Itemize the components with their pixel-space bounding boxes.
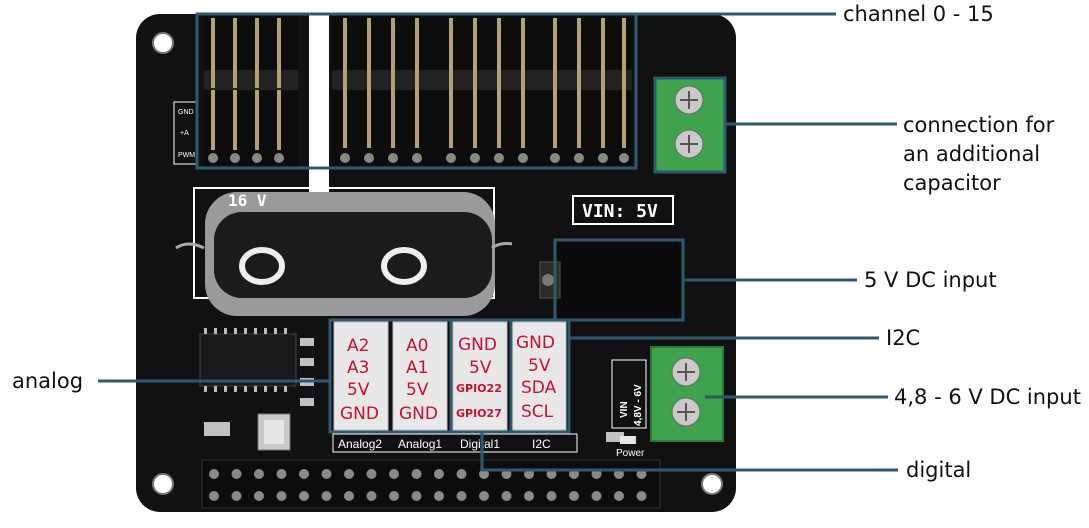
pin-label: A3 (347, 358, 369, 378)
gpio-pin (456, 469, 467, 479)
i2c-callout: I2C (886, 326, 921, 350)
left-pin-label: PWM (178, 152, 195, 159)
gpio-pin (209, 491, 219, 501)
gpio-pin (344, 469, 354, 479)
i2c-callout-box (509, 318, 571, 434)
dc-input-callout: 5 V DC input (864, 268, 997, 292)
mounting-hole (701, 473, 723, 495)
pin-header-analog1 (392, 321, 448, 431)
pin-label: GND (340, 404, 379, 424)
pin-label: SCL (521, 402, 554, 422)
header-label: Analog1 (398, 437, 442, 451)
capacitor-terminal-block (654, 77, 726, 173)
pin-header-analog2 (333, 321, 389, 431)
gpio-pin (591, 491, 602, 501)
gpio-pin (254, 469, 264, 479)
gpio-pin (434, 491, 444, 501)
gpio-pin (254, 491, 264, 501)
gpio-pin (411, 469, 422, 479)
pin-label: SDA (521, 378, 557, 398)
gpio-pin (569, 491, 579, 501)
pin-label: A0 (406, 336, 428, 356)
smd-components (204, 338, 624, 442)
gpio-pin (231, 491, 242, 501)
digital-callout: digital (906, 458, 972, 482)
pin-label: GND (458, 335, 497, 355)
left-pin-label: GND (178, 109, 194, 116)
mounting-hole (152, 473, 174, 495)
gpio-pin (344, 491, 354, 501)
pin-label: 5V (469, 358, 492, 378)
gpio-pin (636, 491, 647, 501)
gpio-pin (434, 469, 444, 479)
pin-label: GND (516, 333, 555, 353)
pin-label: A1 (406, 358, 428, 378)
analog-callout: analog (12, 369, 84, 393)
pin-header-digital1 (452, 321, 508, 431)
capacitor: 16 V (175, 187, 513, 316)
terminal-label-box (611, 359, 647, 429)
gpio-pin (366, 469, 377, 479)
gpio-pin (411, 491, 422, 501)
gpio-pin (299, 491, 309, 501)
gpio-pin (479, 491, 489, 501)
power-led (620, 436, 636, 444)
header-label: Digital1 (460, 437, 500, 451)
ic-chip (199, 328, 297, 392)
pin-label: GPIO27 (456, 407, 502, 420)
vin-label: VIN: 5V (582, 201, 658, 222)
gpio-pin (276, 469, 287, 479)
gpio-pin (456, 491, 467, 501)
terminal-label: VIN (619, 401, 630, 418)
gpio-pin (321, 469, 332, 479)
power-label: Power (616, 448, 645, 459)
gpio-pin (389, 469, 399, 479)
capacitor-callout-line-1: connection for (903, 113, 1055, 137)
gpio-pin (524, 491, 534, 501)
gpio-pin (614, 491, 624, 501)
pin-header-i2c (511, 321, 567, 431)
crystal-oscillator (257, 413, 291, 451)
gpio-pin (501, 491, 512, 501)
dc-input-terminal-block (650, 346, 724, 442)
left-pin-label: +A (180, 130, 189, 137)
pin-label: GPIO22 (456, 382, 502, 395)
channel-callout: channel 0 - 15 (843, 2, 994, 26)
mounting-hole (152, 32, 174, 54)
pin-label: 5V (347, 380, 370, 400)
header-label: I2C (532, 437, 551, 451)
gpio-pin (299, 469, 309, 479)
capacitor-callout-line-2: an additional (903, 142, 1041, 166)
servo-header-group-1 (204, 16, 298, 166)
gpio-pin (321, 491, 332, 501)
header-slot (309, 14, 329, 192)
gpio-pin (389, 491, 399, 501)
pin-label: GND (399, 404, 438, 424)
capacitor-callout-line-3: capacitor (903, 171, 1001, 195)
header-label-strip (332, 433, 578, 453)
vin-label-box (572, 195, 674, 225)
gpio-pin (209, 469, 219, 479)
gpio-pin (231, 469, 242, 479)
pin-label: 5V (406, 380, 429, 400)
gpio-pin (276, 491, 287, 501)
digital-leader (480, 432, 898, 472)
dc-barrel-jack (539, 239, 684, 321)
dc-input-range-callout: 4,8 - 6 V DC input (894, 385, 1081, 409)
gpio-pin (366, 491, 377, 501)
capacitor-label: 16 V (228, 191, 267, 210)
pin-label: A2 (347, 336, 369, 356)
header-label: Analog2 (338, 437, 382, 451)
channel-callout-box (195, 12, 638, 170)
servo-header-group-2 (332, 16, 632, 166)
gpio-header (201, 459, 661, 509)
pin-label: 5V (528, 356, 551, 376)
gpio-pin (546, 491, 557, 501)
terminal-label: 4,8V - 6V (633, 384, 644, 426)
